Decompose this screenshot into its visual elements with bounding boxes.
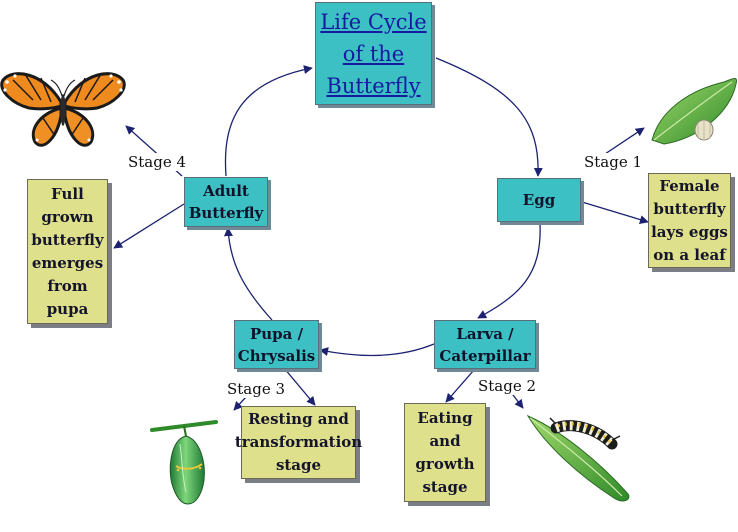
description-adult: Full grown butterfly emerges from pupa (27, 179, 108, 324)
stage-label-2: Stage 2 (477, 377, 538, 395)
arrow-pupa-to-description (283, 367, 316, 406)
cycle-arrows (223, 57, 543, 357)
chrysalis-illustration (150, 420, 218, 505)
description-pupa: Resting and transformation stage (235, 406, 362, 479)
arrow-pupa-to-adult (223, 227, 273, 321)
caterpillar-on-leaf-illustration (526, 414, 630, 502)
caterpillar-body (549, 417, 621, 450)
arrow-egg-to-description (581, 201, 649, 224)
arrow-title-to-egg (435, 57, 543, 177)
arrow-larva-to-description (445, 369, 475, 403)
node-egg: Egg (497, 178, 581, 222)
leaf-with-egg-illustration (651, 78, 737, 145)
stage-label-1: Stage 1 (583, 153, 644, 171)
diagram-title: Life Cycle of the Butterfly (315, 2, 432, 105)
node-pupa: Pupa / Chrysalis (234, 320, 319, 369)
stage-arrows (113, 125, 649, 411)
arrow-adult-to-title (224, 65, 313, 177)
node-larva: Larva / Caterpillar (434, 320, 536, 369)
monarch-butterfly-illustration (0, 72, 126, 147)
description-egg: Female butterfly lays eggs on a leaf (648, 173, 731, 268)
arrow-egg-to-larva (477, 223, 541, 319)
stage-label-3: Stage 3 (226, 380, 287, 398)
node-adult: Adult Butterfly (184, 177, 268, 227)
description-larva: Eating and growth stage (404, 403, 486, 502)
stage-label-4: Stage 4 (127, 153, 188, 171)
arrow-adult-to-description (113, 203, 185, 249)
arrow-larva-to-pupa (319, 343, 435, 357)
